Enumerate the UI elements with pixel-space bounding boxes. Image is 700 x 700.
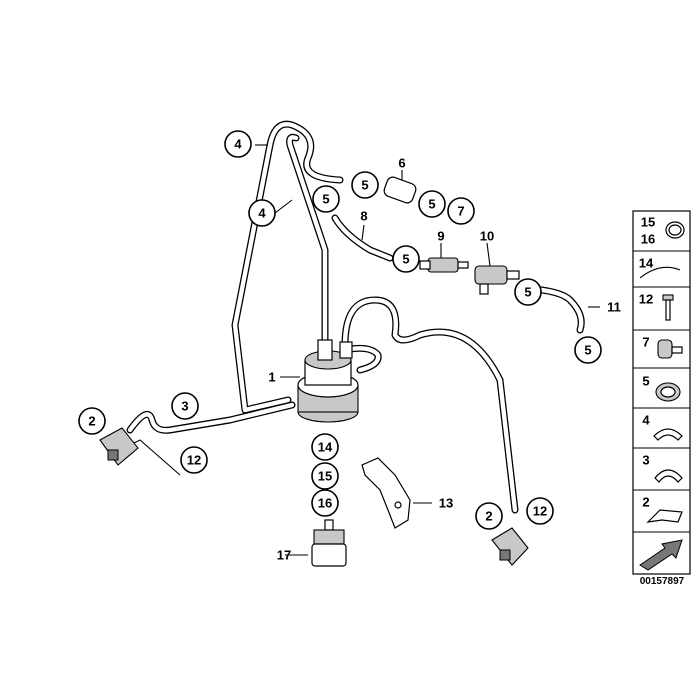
callout-label: 14: [318, 440, 333, 455]
callout-label: 5: [428, 197, 435, 212]
callout-12-left: 12: [180, 446, 208, 474]
part-1-pump: [297, 339, 359, 423]
callout-5-b: 5: [418, 190, 446, 218]
label-11: 11: [607, 300, 621, 315]
callout-label: 4: [258, 206, 266, 221]
label-6: 6: [398, 156, 405, 171]
callout-label: 7: [457, 204, 464, 219]
legend-item: 4: [642, 413, 650, 428]
callout-5-f: 5: [574, 336, 602, 364]
callout-label: 12: [187, 453, 201, 468]
callout-5-e: 5: [514, 278, 542, 306]
callout-5-d: 5: [392, 245, 420, 273]
catalog-arrow-icon: [639, 539, 683, 571]
part-2-connector-left: [99, 427, 139, 466]
callout-5-a: 5: [351, 171, 379, 199]
legend-item: 12: [639, 292, 653, 307]
callout-3: 3: [171, 392, 199, 420]
callout-label: 16: [318, 496, 332, 511]
label-17: 17: [277, 548, 291, 563]
callout-2-right: 2: [475, 502, 503, 530]
callout-label: 5: [584, 343, 591, 358]
legend-item: 2: [642, 495, 649, 510]
legend-item: 3: [642, 453, 649, 468]
callout-16: 16: [311, 489, 339, 517]
leader-lines: [255, 144, 600, 556]
parts-legend: 15 16 14 12 7 5 4 3 2: [632, 210, 691, 575]
part-17-filter: [311, 519, 347, 567]
elbow-connector-icon: [657, 339, 673, 359]
reference-number: 00157897: [640, 576, 685, 587]
part-10-valve: [474, 265, 520, 295]
callout-12-right: 12: [526, 497, 554, 525]
legend-item: 15: [641, 215, 655, 230]
hose-clip-icon: [653, 428, 683, 441]
callout-7: 7: [447, 197, 475, 225]
label-8: 8: [360, 209, 367, 224]
label-1: 1: [268, 370, 275, 385]
callout-5-c: 5: [312, 185, 340, 213]
screw-icon: [662, 294, 674, 301]
callout-label: 3: [181, 399, 188, 414]
hose-lines: [119, 120, 585, 514]
legend-item: 7: [642, 335, 649, 350]
callout-label: 5: [322, 192, 329, 207]
label-10: 10: [480, 229, 494, 244]
retainer-clip-icon: [646, 509, 683, 523]
label-9: 9: [437, 229, 444, 244]
legend-item: 16: [641, 232, 655, 247]
spring-clip-icon: [654, 469, 683, 483]
callout-4-mid: 4: [248, 199, 276, 227]
callout-15: 15: [311, 462, 339, 490]
callout-2-left: 2: [78, 407, 106, 435]
callout-label: 5: [361, 178, 368, 193]
callout-label: 12: [533, 504, 547, 519]
callout-label: 2: [485, 509, 492, 524]
legend-item: 14: [639, 256, 654, 271]
legend-item: 5: [642, 374, 649, 389]
callout-label: 5: [402, 252, 409, 267]
label-13: 13: [439, 496, 453, 511]
clip-wire-icon: [639, 266, 681, 279]
callout-label: 15: [318, 469, 332, 484]
part-2-connector-right: [491, 527, 529, 566]
part-9-connector: [419, 257, 469, 273]
part-13-bracket: [361, 457, 411, 529]
callout-label: 5: [524, 285, 531, 300]
callout-label: 2: [88, 414, 95, 429]
part-6-sleeve: [383, 176, 417, 204]
callout-14: 14: [311, 433, 339, 461]
callout-label: 4: [234, 137, 242, 152]
callout-4-top: 4: [224, 130, 252, 158]
